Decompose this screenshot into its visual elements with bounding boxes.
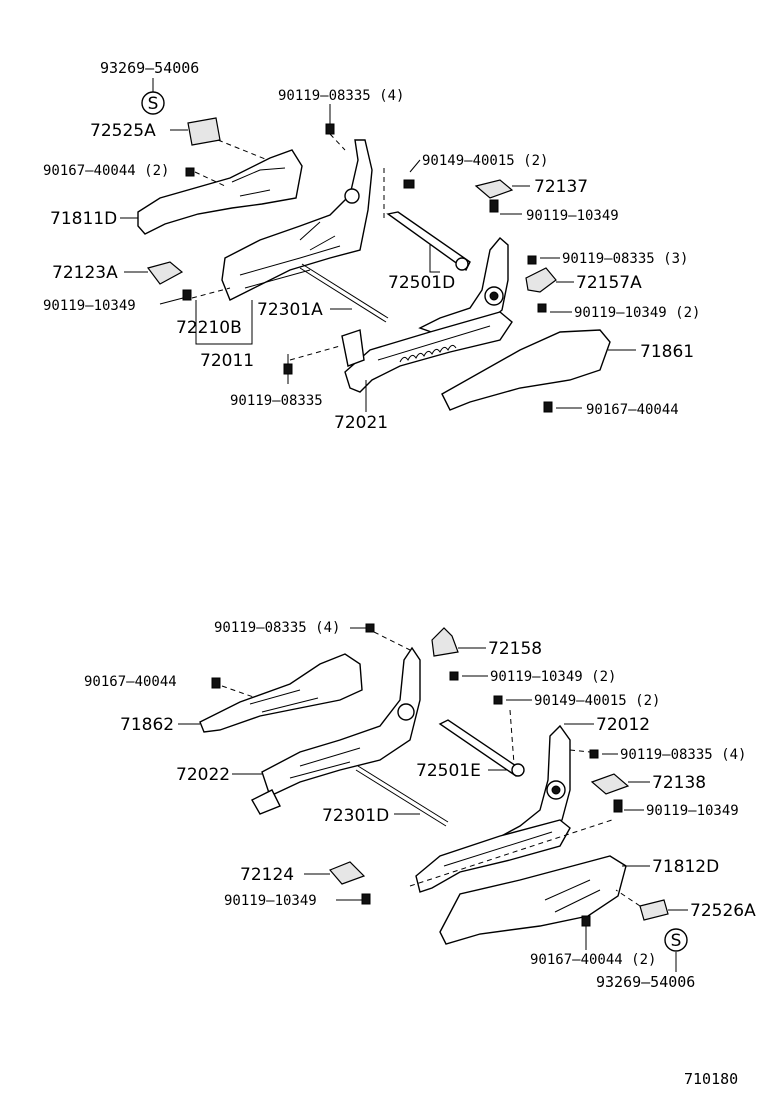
label-72301a: 72301A xyxy=(257,300,323,320)
label-72022: 72022 xyxy=(176,765,230,785)
top-assembly: S xyxy=(43,59,700,433)
label-72158: 72158 xyxy=(488,639,542,659)
part-72022-frame xyxy=(261,646,421,797)
part-71861 xyxy=(441,329,611,411)
label-72157a: 72157A xyxy=(576,273,642,293)
label-72210b: 72210B xyxy=(176,318,242,338)
part-72501d-rod xyxy=(386,211,471,272)
label-90167-40044-2-bottom: 90167–40044 (2) xyxy=(530,952,656,968)
label-72124: 72124 xyxy=(240,865,294,885)
label-72301d: 72301D xyxy=(322,806,389,826)
part-71812d xyxy=(439,855,627,945)
part-72301d-rod xyxy=(355,769,447,827)
svg-text:S: S xyxy=(671,931,682,951)
label-90119-10349-bottom-b: 90119–10349 xyxy=(224,893,317,909)
bottom-assembly: S 90119–08335 (4) 72158 90167–40044 9011… xyxy=(84,620,756,991)
label-90167-40044-bottom: 90167–40044 xyxy=(84,674,177,690)
label-90119-08335-4-bottom-b: 90119–08335 (4) xyxy=(620,747,746,763)
label-72011: 72011 xyxy=(200,351,254,371)
label-90167-40044-2-top: 90167–40044 (2) xyxy=(43,163,169,179)
label-90119-08335-4-top: 90119–08335 (4) xyxy=(278,88,404,104)
label-93269-54006-bottom: 93269–54006 xyxy=(596,973,695,991)
part-72158 xyxy=(431,627,459,657)
label-90149-40015-2-top: 90149–40015 (2) xyxy=(422,153,548,169)
part-72137 xyxy=(474,179,514,199)
label-90119-08335-4-bottom-a: 90119–08335 (4) xyxy=(214,620,340,636)
part-72123a xyxy=(146,261,184,285)
label-72137: 72137 xyxy=(534,177,588,197)
label-72021: 72021 xyxy=(334,413,388,433)
label-71812d: 71812D xyxy=(652,857,719,877)
bolt-90119-08335-top xyxy=(325,123,335,135)
label-72501e: 72501E xyxy=(416,761,481,781)
part-72138 xyxy=(590,773,630,795)
diagram-id: 710180 xyxy=(684,1070,738,1088)
s-symbol-top: S xyxy=(141,91,165,115)
label-90119-10349-top-a: 90119–10349 xyxy=(526,208,619,224)
label-72501d: 72501D xyxy=(388,273,455,293)
label-72525a: 72525A xyxy=(90,121,156,141)
label-72526a: 72526A xyxy=(690,901,756,921)
label-72012: 72012 xyxy=(596,715,650,735)
label-90119-10349-top-b: 90119–10349 xyxy=(43,298,136,314)
label-90119-10349-bottom-a: 90119–10349 xyxy=(646,803,739,819)
spring xyxy=(399,344,457,363)
label-93269-54006-top: 93269–54006 xyxy=(100,59,199,77)
label-90119-08335-top: 90119–08335 xyxy=(230,393,323,409)
part-71811d xyxy=(137,149,303,235)
part-72124 xyxy=(328,861,366,885)
label-72123a: 72123A xyxy=(52,263,118,283)
label-90119-10349-2-bottom: 90119–10349 (2) xyxy=(490,669,616,685)
part-72157a xyxy=(525,267,557,293)
svg-text:S: S xyxy=(148,94,159,114)
label-90167-40044-top: 90167–40044 xyxy=(586,402,679,418)
s-symbol-bottom: S xyxy=(664,928,688,952)
label-72138: 72138 xyxy=(652,773,706,793)
part-71862 xyxy=(199,653,363,733)
label-71811d: 71811D xyxy=(50,209,117,229)
part-72525a xyxy=(187,117,221,146)
label-90119-08335-3: 90119–08335 (3) xyxy=(562,251,688,267)
label-71862: 71862 xyxy=(120,715,174,735)
label-90149-40015-2-bottom: 90149–40015 (2) xyxy=(534,693,660,709)
part-72301a-rod xyxy=(299,267,387,323)
label-90119-10349-2-top: 90119–10349 (2) xyxy=(574,305,700,321)
part-72526a xyxy=(639,899,669,921)
part-72210b-frame xyxy=(221,139,373,301)
label-71861: 71861 xyxy=(640,342,694,362)
